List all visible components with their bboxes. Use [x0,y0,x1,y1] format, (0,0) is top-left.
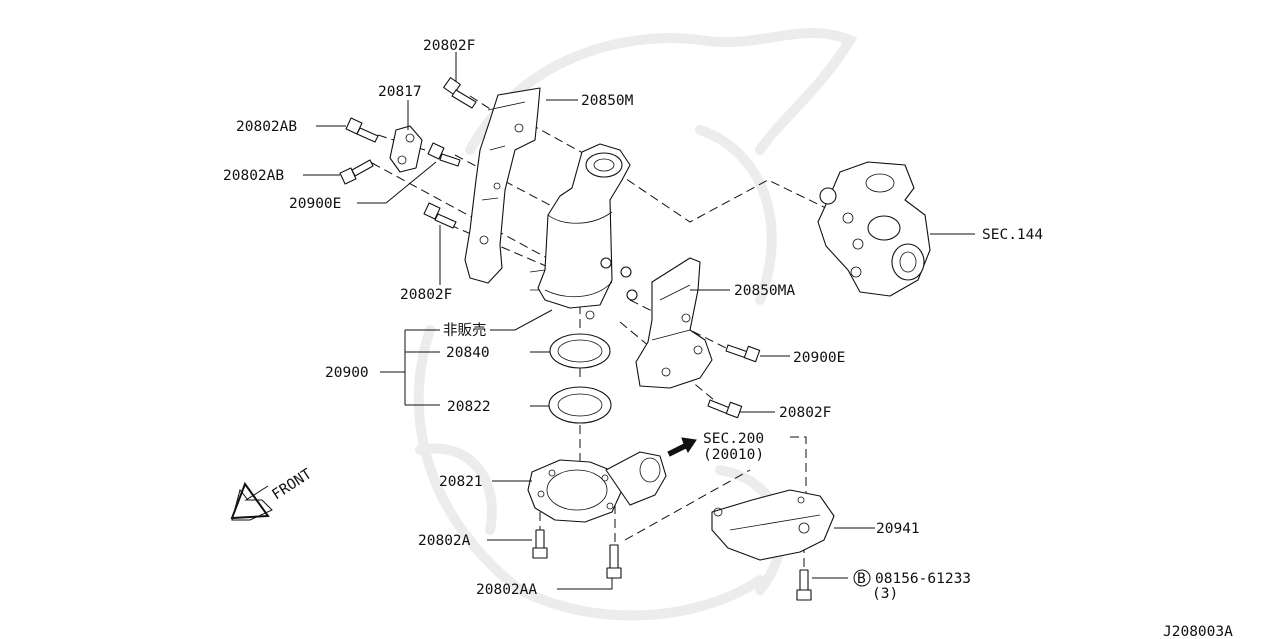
label-20802F-right: 20802F [779,405,831,421]
label-sec200-sub: (20010) [703,447,764,463]
bolt-20900E-left [427,142,461,167]
label-20840: 20840 [446,345,490,361]
label-20802F-top: 20802F [423,38,475,54]
label-20900E-right: 20900E [793,350,845,366]
bolt-20802AA [606,544,622,579]
bolt-08156-61233 [796,569,812,601]
turbocharger [817,161,931,297]
front-arrow-icon [230,481,273,521]
label-20900: 20900 [325,365,369,381]
heat-insulator-upper [464,87,541,284]
bolt-20802F-right [707,399,743,419]
gasket-20840 [549,333,611,369]
label-sec144: SEC.144 [982,227,1043,243]
bolt-20802F-left [423,202,457,229]
label-20850MA: 20850MA [734,283,795,299]
label-20802AA: 20802AA [476,582,537,598]
bolt-20802AB-1 [345,117,379,143]
bolt-20802A [532,529,548,559]
bolt-b-circle-icon [853,569,871,587]
bolt-20802F-top [443,77,477,109]
bolts [339,77,812,601]
sec200-arrow-icon [667,437,697,457]
label-20941: 20941 [876,521,920,537]
heat-insulator-20941 [711,489,835,561]
label-20900E-left: 20900E [289,196,341,212]
label-sec200: SEC.200 [703,431,764,447]
figure-id: J208003A [1163,624,1233,639]
leader-lines [303,52,975,590]
bolt-20900E-right [725,344,761,363]
label-hihanbai: 非販売 [443,322,487,339]
label-20802AB-2: 20802AB [223,168,284,184]
label-front: FRONT [269,466,315,503]
label-20850M: 20850M [581,93,634,109]
label-20802AB-1: 20802AB [236,119,297,135]
front-pipe-flange [527,451,667,523]
label-20817: 20817 [378,84,422,100]
gasket-20822 [548,386,612,424]
heat-insulator-lower [635,257,713,389]
catalytic-converter [529,143,638,320]
part-labels: 20802F 20817 20850M 20802AB 20802AB 2090… [223,38,1233,639]
label-bolt-code: 08156-61233 [875,571,971,587]
label-bolt-symbol: B [857,571,866,587]
label-20822: 20822 [447,399,491,415]
label-20821: 20821 [439,474,483,490]
label-20802A: 20802A [418,533,471,549]
label-20802F-left: 20802F [400,287,452,303]
bracket [389,125,423,173]
label-bolt-qty: (3) [872,586,898,602]
bolt-20802AB-2 [339,159,374,185]
